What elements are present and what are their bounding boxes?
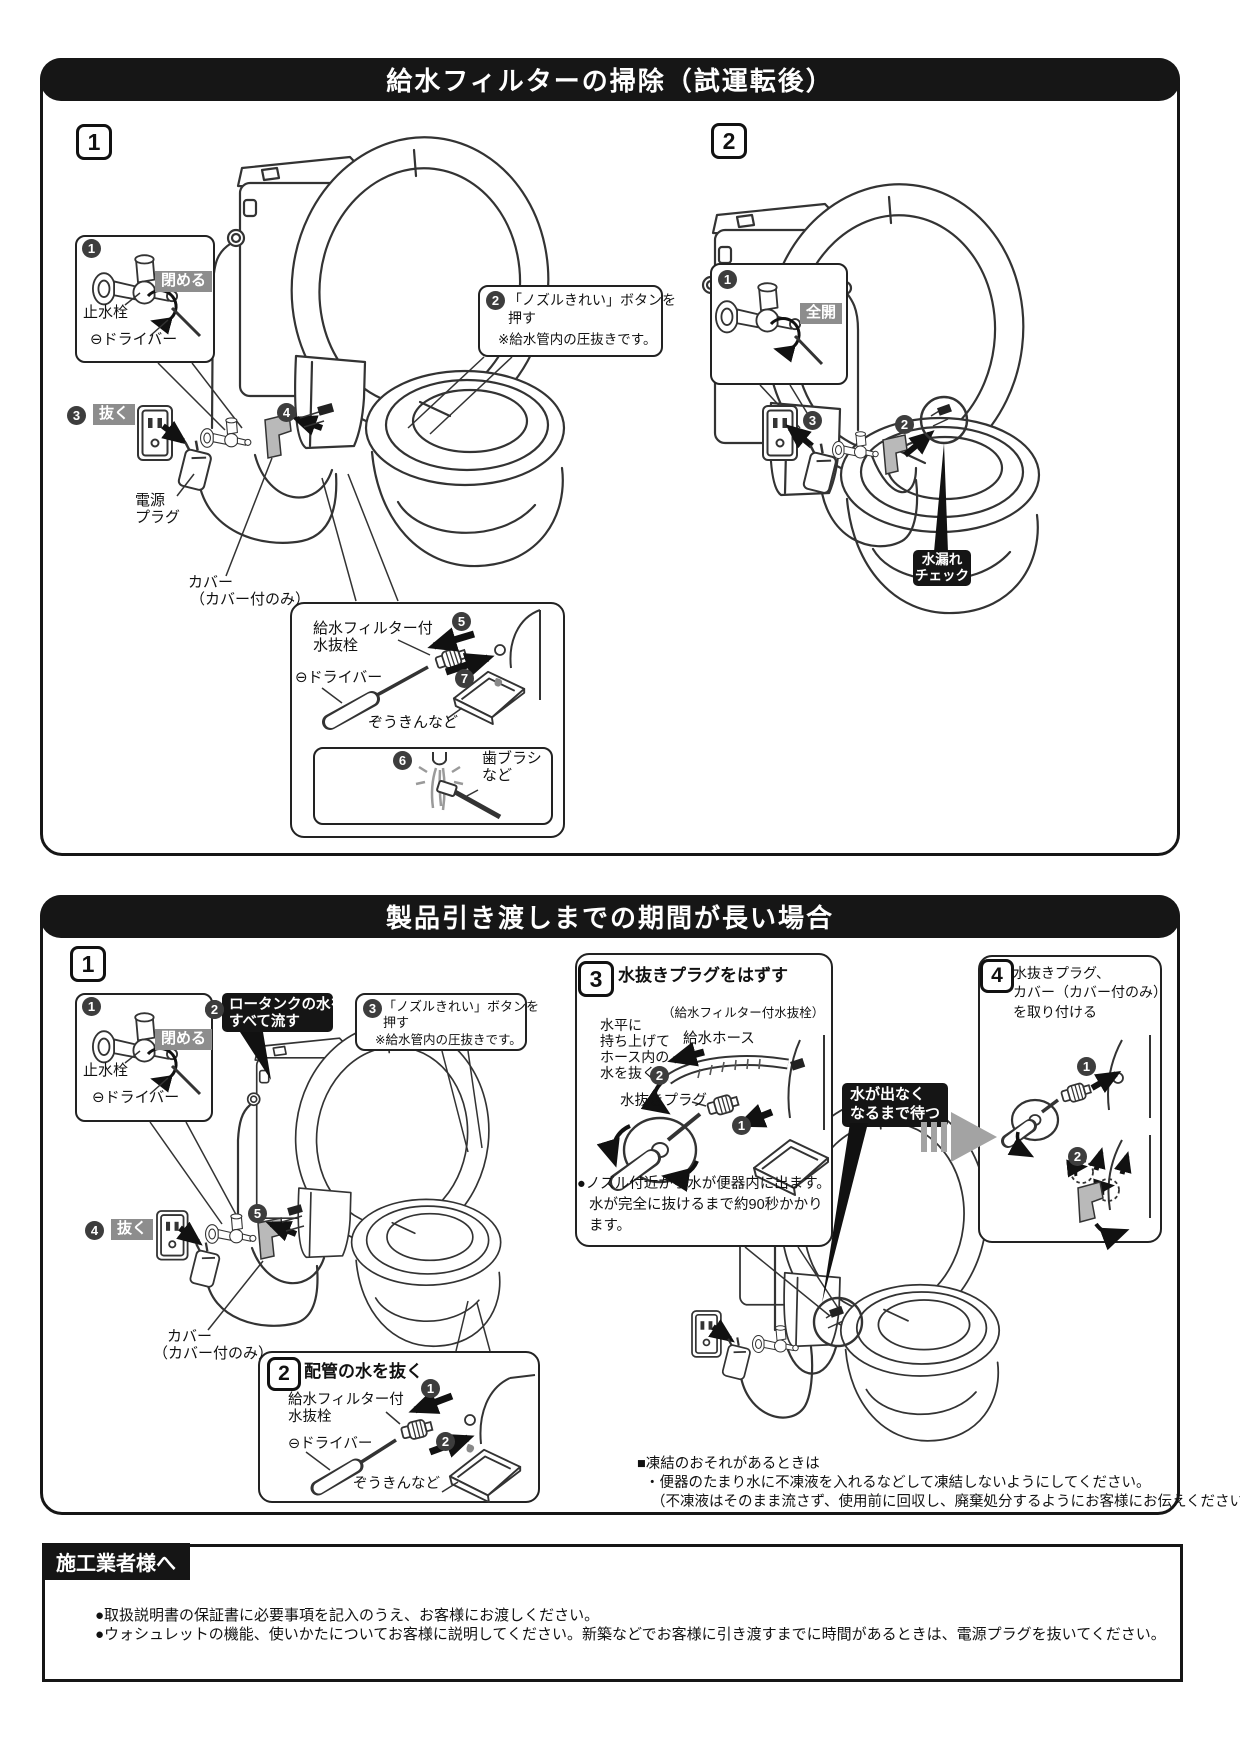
box3-lift: 水平に持ち上げてホース内の水を抜く [600, 1017, 670, 1082]
num-circle: 5 [248, 1204, 267, 1223]
step2-square: 2 [267, 1357, 301, 1391]
num-circle: 2 [205, 1000, 224, 1019]
pull-badge-1: 抜く [93, 404, 136, 425]
box3-paren: （給水フィルター付水抜栓） [662, 1006, 825, 1020]
plug-label: 水抜きプラグ [620, 1093, 707, 1109]
step3-square: 3 [578, 961, 614, 997]
brush-label-b: など [482, 767, 513, 784]
step2-square-1: 2 [711, 123, 747, 159]
num-circle: 2 [436, 1432, 455, 1451]
num-circle: 2 [1068, 1147, 1087, 1166]
num-circle: 1 [718, 270, 737, 289]
nozzle-callout-text-2: 「ノズルきれい」ボタンを [383, 999, 540, 1014]
driver-label-box2: ⊖ドライバー [288, 1436, 373, 1452]
leak-check-badge: 水漏れチェック [913, 550, 971, 587]
contractor-bullet-1: ●取扱説明書の保証書に必要事項を記入のうえ、お客様にお渡しください。 [95, 1607, 600, 1624]
section1-title-text: 給水フィルターの掃除（試運転後） [386, 66, 834, 96]
supply-pipe-3 [236, 1103, 252, 1224]
close-badge-1: 閉める [155, 271, 213, 292]
power-cord-2 [818, 476, 919, 548]
num-circle: 1 [1077, 1057, 1096, 1076]
cover-label-1b: （カバー付のみ） [190, 591, 311, 608]
nozzle-callout-note-1: ※給水管内の圧抜きです。 [498, 332, 657, 347]
hose-4 [786, 1345, 838, 1375]
num-circle: 1 [82, 239, 101, 258]
close-badge-2: 閉める [155, 1029, 213, 1050]
section2-title-text: 製品引き渡しまでの期間が長い場合 [385, 903, 834, 933]
num-circle: 3 [67, 406, 86, 425]
section-contractor [42, 1544, 1183, 1682]
section1-title: 給水フィルターの掃除（試運転後） [40, 58, 1180, 101]
pull-badge-2: 抜く [111, 1219, 154, 1240]
cloth-label-2: ぞうきんなど [353, 1476, 440, 1492]
power-cord-4 [738, 1345, 814, 1419]
filter-label-2b: 水抜栓 [288, 1409, 332, 1425]
num-circle: 3 [803, 411, 822, 430]
cover-label-1: カバー [188, 574, 234, 591]
contractor-bullet-2: ●ウォシュレットの機能、使いかたについてお客様に説明してください。新築などでお客… [95, 1626, 1166, 1643]
shutoff-label-2: 止水栓 [83, 1062, 129, 1079]
power-cord-1 [196, 472, 338, 544]
power-cord-3 [204, 1264, 319, 1327]
box3-note: ●ノズル付近から水が便器内に出ます。水が完全に抜けるまで約90秒かかります。 [577, 1176, 831, 1235]
num-circle: 1 [421, 1379, 440, 1398]
hose-2 [870, 454, 918, 494]
step-number: 1 [87, 128, 101, 155]
num-circle: 6 [393, 751, 412, 770]
box4-title: 水抜きプラグ、カバー（カバー付のみ）を取り付ける [1013, 965, 1167, 1020]
num-circle: 3 [363, 999, 382, 1018]
contractor-badge: 施工業者様へ [42, 1543, 190, 1580]
cloth-label-1: ぞうきんなど [368, 714, 459, 731]
nozzle-callout-text-1b: 押す [508, 310, 536, 326]
driver-label-inset: ⊖ドライバー [295, 669, 383, 686]
num-circle: 2 [895, 415, 914, 434]
filter-label-1b: 水抜栓 [313, 637, 359, 654]
power-plug-label: 電源プラグ [135, 492, 181, 527]
callout-flush-tank [222, 993, 333, 1032]
num-circle: 7 [455, 669, 474, 688]
section2-title: 製品引き渡しまでの期間が長い場合 [40, 895, 1180, 938]
num-circle: 1 [82, 997, 101, 1016]
step4-square: 4 [980, 959, 1014, 993]
cover-label-2: カバー [167, 1328, 213, 1345]
box3-title: 水抜きプラグをはずす [618, 966, 788, 985]
filter-label-1: 給水フィルター付 [313, 620, 433, 637]
step-number: 2 [722, 127, 736, 154]
num-circle: 1 [732, 1116, 751, 1135]
nozzle-callout-text-1: 「ノズルきれい」ボタンを [508, 292, 676, 308]
hose-label: 給水ホース [683, 1031, 755, 1047]
cover-label-2b: （カバー付のみ） [153, 1345, 274, 1362]
driver-label-1: ⊖ドライバー [90, 331, 178, 348]
num-circle: 4 [85, 1221, 104, 1240]
box2-title: 配管の水を抜く [304, 1362, 423, 1381]
flush-tank-text: ロータンクの水をすべて流す [229, 997, 345, 1030]
hose-1 [253, 453, 334, 499]
filter-label-2: 給水フィルター付 [288, 1392, 404, 1408]
num-circle: 2 [650, 1066, 669, 1085]
num-circle: 5 [452, 612, 471, 631]
callout-nozzle-1 [478, 285, 663, 357]
brush-label: 歯ブラシ [482, 750, 542, 767]
toilet-illustration-3 [246, 1011, 503, 1348]
open-badge: 全開 [800, 303, 843, 324]
nozzle-callout-note-2: ※給水管内の圧抜きです。 [375, 1033, 522, 1047]
driver-label-2: ⊖ドライバー [92, 1089, 180, 1106]
shutoff-label-1: 止水栓 [83, 304, 129, 321]
step1-square-1: 1 [76, 124, 112, 160]
callout-nozzle-2 [355, 993, 527, 1051]
num-circle: 2 [486, 291, 505, 310]
freeze-note: ■凍結のおそれがあるときは・便器のたまり水に不凍液を入れるなどして凍結しないよう… [637, 1456, 1240, 1511]
step1-square-2: 1 [70, 946, 106, 982]
wait-badge: 水が出なくなるまで待つ [842, 1083, 949, 1127]
num-circle: 4 [277, 403, 296, 422]
nozzle-callout-text-2b: 押す [383, 1015, 410, 1030]
